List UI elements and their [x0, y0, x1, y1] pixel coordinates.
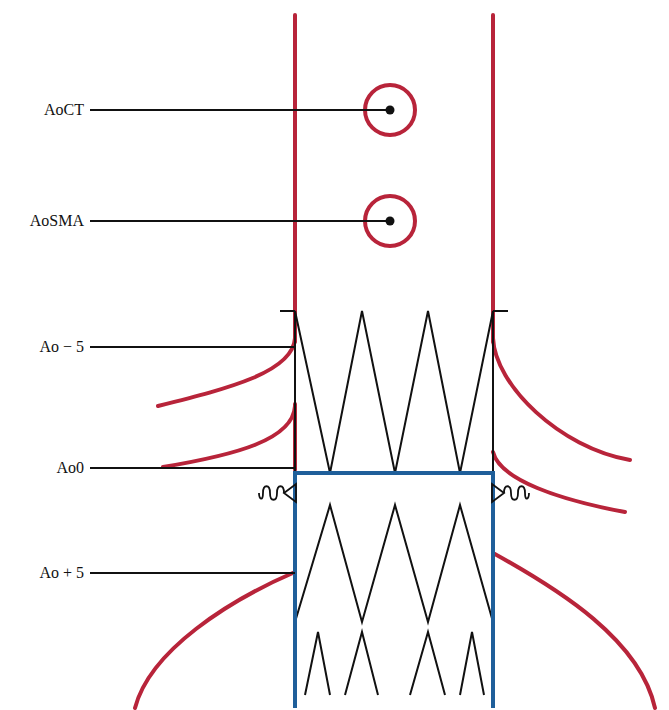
graft-fabric	[295, 473, 493, 708]
graft-stent	[295, 505, 493, 695]
level-label: Ao0	[56, 460, 84, 476]
level-label: Ao − 5	[39, 339, 84, 355]
anchor-hook	[259, 484, 529, 502]
aorta-wall	[135, 15, 655, 708]
level-label: Ao + 5	[39, 565, 84, 581]
level-label: AoSMA	[30, 213, 84, 229]
level-label: AoCT	[44, 102, 84, 118]
bare-stent	[280, 311, 508, 473]
leader-line	[90, 110, 390, 573]
